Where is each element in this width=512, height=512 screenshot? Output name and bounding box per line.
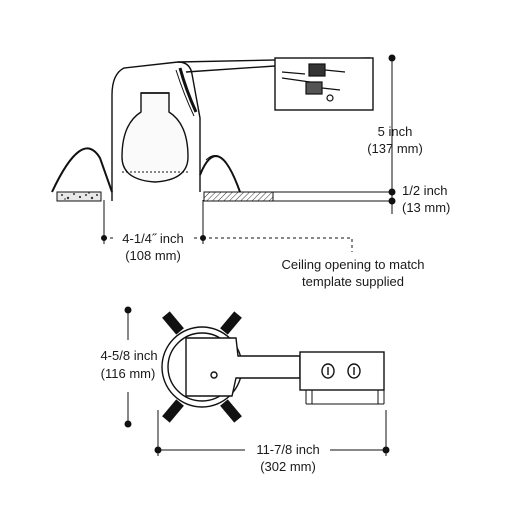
note-leader-line — [203, 237, 353, 252]
length-metric: (302 mm) — [260, 459, 316, 474]
top-junction-box — [299, 351, 385, 391]
ceiling-opening-note: Ceiling opening to match — [281, 257, 425, 272]
knockouts — [321, 363, 361, 379]
drywall-speckle — [61, 192, 98, 200]
length-label: 11-7/8 inch — [256, 442, 320, 457]
width-label: 4-1/4˝ inch — [114, 231, 192, 247]
top-view-dimensions — [124, 306, 390, 456]
ceiling-drywall-right — [203, 191, 274, 202]
height-label: 5 inch — [377, 124, 413, 139]
width-metric: (108 mm) — [125, 248, 181, 263]
ceiling-thickness-metric: (13 mm) — [402, 200, 451, 215]
ceiling-thickness-label: 1/2 inch — [402, 183, 448, 198]
top-view-drawing — [161, 311, 385, 423]
top-height-metric: (116 mm) — [100, 366, 156, 381]
wire-connectors — [281, 63, 346, 102]
side-view-drawing — [51, 57, 395, 202]
spring-clip-right — [199, 155, 241, 193]
spring-clip-left — [51, 147, 113, 193]
bulb — [121, 92, 189, 183]
ceiling-drywall-left — [56, 191, 102, 202]
mounting-bracket — [185, 337, 301, 397]
height-metric: (137 mm) — [367, 141, 423, 156]
top-height-label: 4-5/8 inch — [100, 348, 158, 363]
spring-tabs — [162, 311, 242, 423]
template-note: template supplied — [302, 274, 404, 289]
socket-wires — [178, 67, 198, 113]
